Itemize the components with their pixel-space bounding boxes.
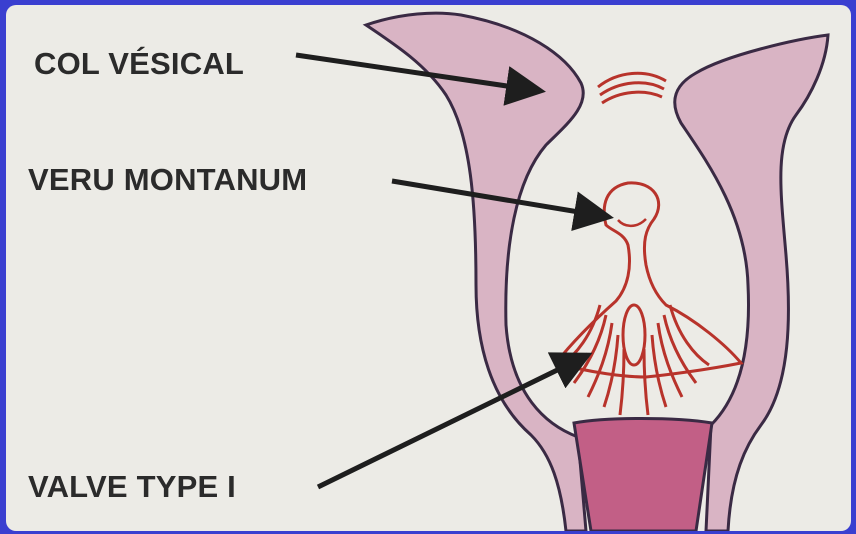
left-urethral-wall bbox=[366, 13, 586, 531]
label-veru-montanum: VERU MONTANUM bbox=[28, 162, 307, 198]
label-col-vesical: COL VÉSICAL bbox=[34, 46, 244, 82]
distal-urethra bbox=[574, 419, 712, 532]
bladder-neck-arcs bbox=[598, 73, 666, 103]
veru-montanum-cap bbox=[618, 219, 646, 226]
urethra-diagram bbox=[6, 5, 851, 531]
label-valve-type: VALVE TYPE I bbox=[28, 469, 236, 505]
diagram-panel: COL VÉSICAL VERU MONTANUM VALVE TYPE I bbox=[6, 5, 851, 531]
